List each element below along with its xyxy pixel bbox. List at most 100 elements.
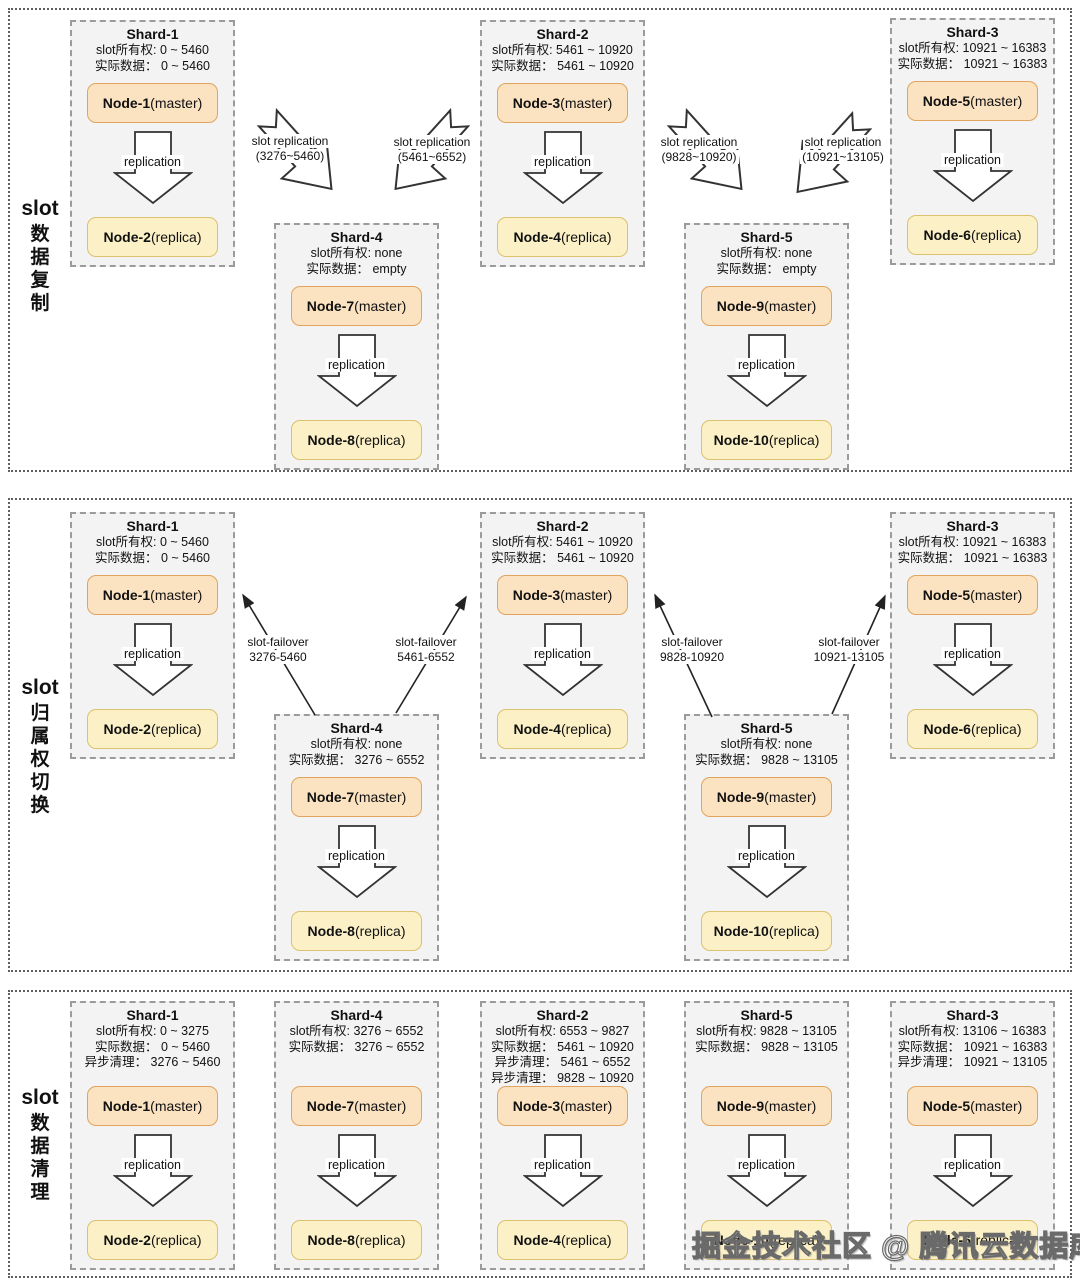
shard-title: Shard-5 xyxy=(740,720,793,736)
slot-failover-label-line1: slot-failover xyxy=(245,635,311,649)
replication-arrow-zone: replication xyxy=(482,615,643,709)
shard-info-line: 实际数据： empty xyxy=(306,261,407,276)
node-name: Node-1 xyxy=(102,587,151,603)
master-node: Node-1(master) xyxy=(87,1086,218,1126)
shard-info-line: slot所有权: 10921 ~ 16383 xyxy=(898,41,1047,55)
replica-node: Node-10(replica) xyxy=(701,420,832,460)
master-node: Node-5(master) xyxy=(907,1086,1038,1126)
node-name: Node-7 xyxy=(306,1098,355,1114)
slot-failover-label-line1: slot-failover xyxy=(393,635,459,649)
node-role: (replica) xyxy=(560,229,612,245)
node-name: Node-2 xyxy=(103,229,151,245)
replication-label: replication xyxy=(941,153,1004,167)
replication-label: replication xyxy=(325,358,388,372)
replication-arrow-zone: replication xyxy=(482,123,643,217)
slot-failover-label-line2: 9828-10920 xyxy=(657,649,727,664)
node-name: Node-10 xyxy=(713,432,769,448)
node-role: (master) xyxy=(560,587,613,603)
shard-info-line: 实际数据： 0 ~ 5460 xyxy=(95,58,210,73)
shard-info-line: 实际数据： 10921 ~ 16383 xyxy=(897,550,1048,565)
node-name: Node-5 xyxy=(922,587,971,603)
shard-info-line: 实际数据： 10921 ~ 16383 xyxy=(897,56,1048,71)
replication-label: replication xyxy=(121,155,184,169)
node-role: (master) xyxy=(970,93,1023,109)
node-name: Node-10 xyxy=(713,1232,769,1248)
slot-replication-label-line1: slot replication xyxy=(391,135,473,149)
shard-info-line: 实际数据： 5461 ~ 10920 xyxy=(491,58,634,73)
node-name: Node-7 xyxy=(306,298,355,314)
panel-side-label: slot 数据清理 xyxy=(16,1087,64,1204)
shard-info-line: 实际数据： 3276 ~ 6552 xyxy=(288,752,425,767)
master-node: Node-5(master) xyxy=(907,575,1038,615)
node-name: Node-2 xyxy=(103,1232,151,1248)
replication-arrow-zone: replication xyxy=(72,123,233,217)
shard-title: Shard-2 xyxy=(536,1007,589,1023)
node-role: (replica) xyxy=(970,227,1022,243)
shard-title: Shard-4 xyxy=(330,229,383,245)
shard-info-line: 实际数据： 3276 ~ 6552 xyxy=(288,1039,425,1054)
replication-label: replication xyxy=(121,1158,184,1172)
node-role: (master) xyxy=(150,587,203,603)
shard-title: Shard-5 xyxy=(740,229,793,245)
node-role: (replica) xyxy=(560,721,612,737)
node-role: (master) xyxy=(150,1098,203,1114)
node-name: Node-8 xyxy=(307,1232,355,1248)
node-name: Node-3 xyxy=(512,587,561,603)
node-role: (replica) xyxy=(768,432,820,448)
shard-title: Shard-3 xyxy=(946,518,999,534)
shard-info-line: 实际数据： empty xyxy=(716,261,817,276)
replica-node: Node-6(replica) xyxy=(907,215,1038,255)
replication-label: replication xyxy=(735,1158,798,1172)
node-name: Node-6 xyxy=(923,227,971,243)
slot-replication-label-line2: (9828~10920) xyxy=(659,149,739,164)
shard-title: Shard-2 xyxy=(536,518,589,534)
replica-node: Node-2(replica) xyxy=(87,709,218,749)
shard-info-line: slot所有权: none xyxy=(720,737,813,751)
node-role: (replica) xyxy=(150,229,202,245)
side-label-zh: 归属权切换 xyxy=(30,703,50,816)
replication-label: replication xyxy=(941,647,1004,661)
shard-info-line: slot所有权: 0 ~ 3275 xyxy=(96,1024,209,1038)
replica-node: Node-8(replica) xyxy=(291,1220,422,1260)
replica-node: Node-2(replica) xyxy=(87,1220,218,1260)
shard-info-line: 实际数据： 0 ~ 5460 xyxy=(95,1039,210,1054)
master-node: Node-1(master) xyxy=(87,83,218,123)
side-label-en: slot xyxy=(21,197,59,220)
replication-arrow-zone: replication xyxy=(276,1126,437,1220)
node-name: Node-3 xyxy=(512,1098,561,1114)
slot-replication-label: slot replication(3276~5460) xyxy=(225,134,355,163)
replication-label: replication xyxy=(121,647,184,661)
node-name: Node-5 xyxy=(922,93,971,109)
shard-title: Shard-3 xyxy=(946,1007,999,1023)
panel-side-label: slot 归属权切换 xyxy=(16,677,64,817)
shard-title: Shard-2 xyxy=(536,26,589,42)
master-node: Node-7(master) xyxy=(291,1086,422,1126)
node-role: (master) xyxy=(764,789,817,805)
shard-info-line: 异步清理： 10921 ~ 13105 xyxy=(897,1055,1048,1069)
shard-title: Shard-3 xyxy=(946,24,999,40)
node-name: Node-8 xyxy=(307,923,355,939)
master-node: Node-3(master) xyxy=(497,575,628,615)
shard-info-line: slot所有权: 9828 ~ 13105 xyxy=(696,1024,837,1038)
replication-arrow-zone: replication xyxy=(892,1126,1053,1220)
replication-label: replication xyxy=(735,358,798,372)
shard-title: Shard-1 xyxy=(126,26,179,42)
replica-node: Node-6(replica) xyxy=(907,709,1038,749)
replication-label: replication xyxy=(325,849,388,863)
node-role: (replica) xyxy=(354,923,406,939)
replica-node: Node-6(replica) xyxy=(907,1220,1038,1260)
node-name: Node-3 xyxy=(512,95,561,111)
shard-info-line: slot所有权: none xyxy=(310,246,403,260)
replication-arrow-zone: replication xyxy=(686,817,847,911)
replication-arrow-zone: replication xyxy=(276,817,437,911)
